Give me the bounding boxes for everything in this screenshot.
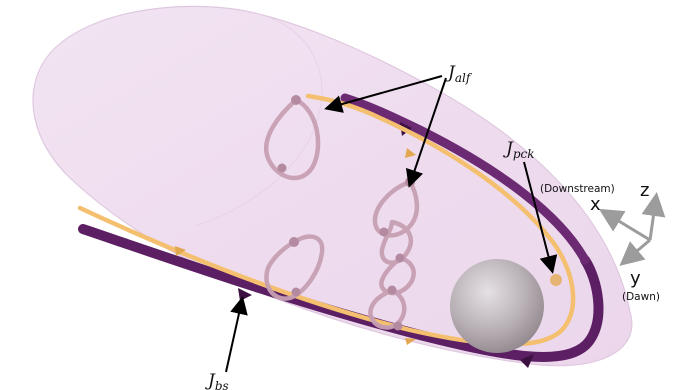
planet-sphere-icon xyxy=(450,259,544,353)
pck-node-icon xyxy=(550,274,562,286)
label-j-pck: Jpck xyxy=(503,139,535,161)
axis-x-caption: (Downstream) xyxy=(540,183,615,195)
label-j-alf: Jalf xyxy=(445,63,473,85)
axis-triad-icon xyxy=(604,198,656,262)
axis-y-letter: y xyxy=(630,268,641,289)
label-j-bs: Jbs xyxy=(205,371,229,390)
axis-z-letter: z xyxy=(640,180,649,201)
axis-y-caption: (Dawn) xyxy=(622,291,660,303)
axis-x-letter: x xyxy=(590,194,601,215)
